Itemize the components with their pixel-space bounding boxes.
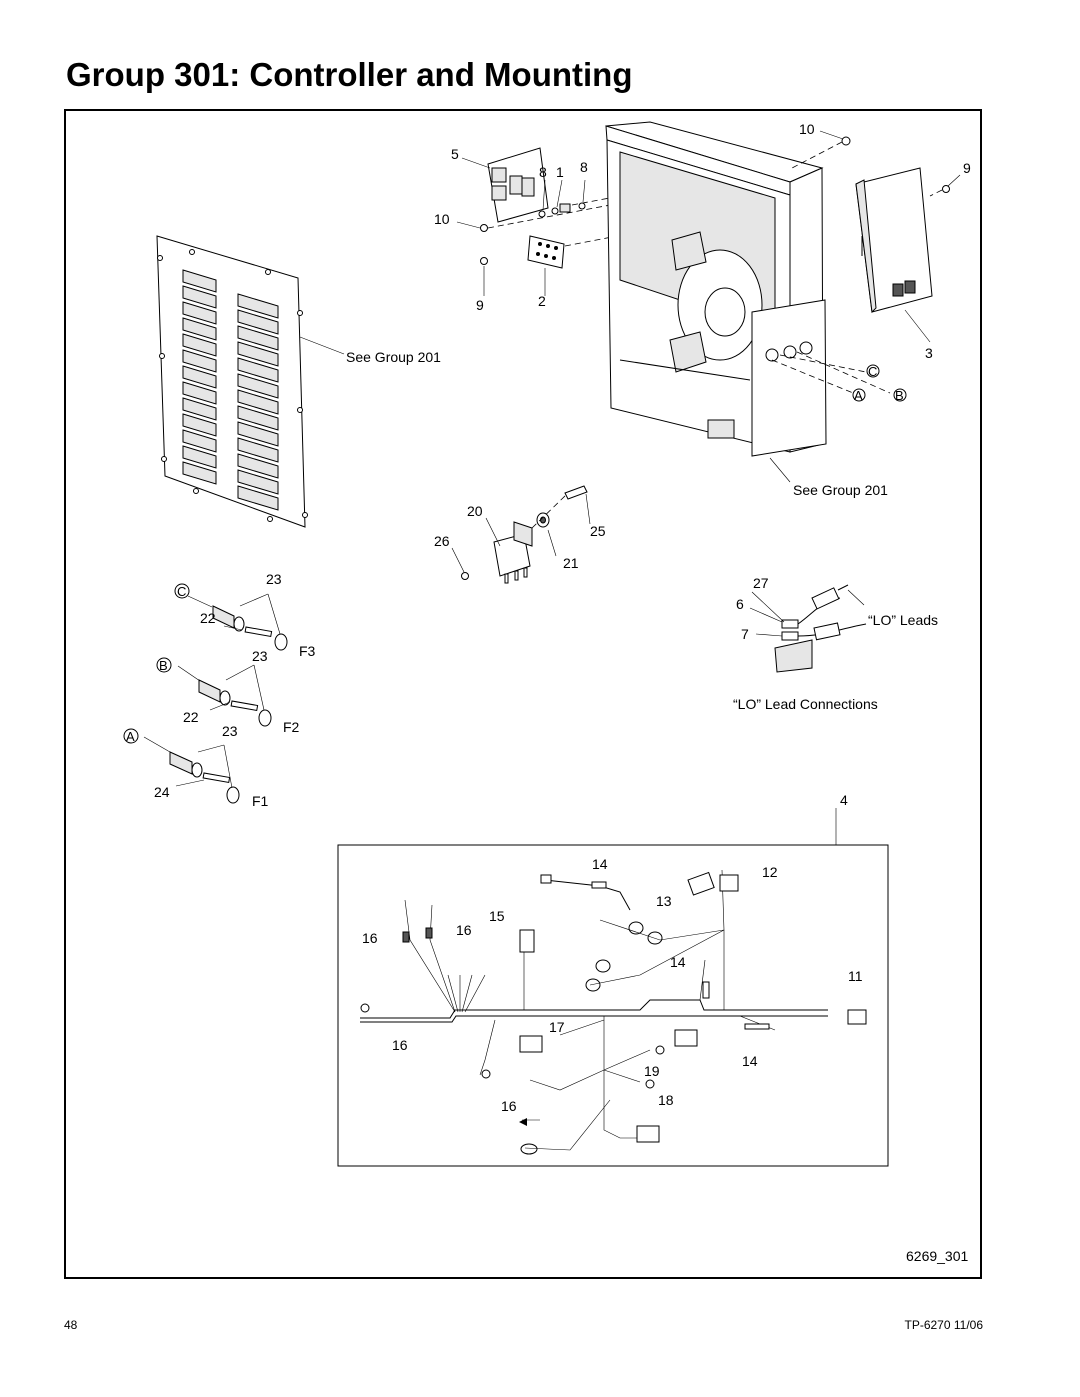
panel-screws (157, 249, 308, 522)
harness-callout-16-bottom: 16 (501, 1098, 517, 1114)
callout-B-right: B (895, 388, 904, 403)
relay-board (487, 147, 549, 223)
harness-callout-16-left: 16 (362, 930, 378, 946)
small-hardware-top (480, 202, 586, 265)
callout-1: 1 (556, 164, 564, 180)
harness-callout-17: 17 (549, 1019, 565, 1035)
callout-F3: F3 (299, 643, 316, 659)
harness-box (337, 844, 889, 1167)
harness-callout-14-mid: 14 (670, 954, 686, 970)
callout-2: 2 (538, 293, 546, 309)
diagram-frame (64, 109, 982, 1279)
callout-24: 24 (154, 784, 170, 800)
callout-A-right: A (854, 388, 863, 403)
harness-callout-14-low: 14 (742, 1053, 758, 1069)
callout-25: 25 (590, 523, 606, 539)
harness-callout-15: 15 (489, 908, 505, 924)
wiring-harness (360, 869, 867, 1155)
callout-27: 27 (753, 575, 769, 591)
callout-8-left: 8 (539, 164, 547, 180)
callout-5: 5 (451, 146, 459, 162)
harness-callout-18: 18 (658, 1092, 674, 1108)
harness-callout-19: 19 (644, 1063, 660, 1079)
callout-7: 7 (741, 626, 749, 642)
callout-21: 21 (563, 555, 579, 571)
callout-6: 6 (736, 596, 744, 612)
page-title: Group 301: Controller and Mounting (66, 56, 633, 93)
harness-callout-16-right: 16 (456, 922, 472, 938)
callout-9-top: 9 (963, 160, 971, 176)
callout-23-f3b: 23 (252, 648, 268, 664)
see-group-left-label: See Group 201 (346, 349, 441, 365)
callout-23-f2: 23 (222, 723, 238, 739)
harness-callout-16-lower: 16 (392, 1037, 408, 1053)
callout-A: A (126, 729, 135, 744)
document-id: TP-6270 11/06 (904, 1318, 984, 1332)
callout-3: 3 (925, 345, 933, 361)
controller-box (855, 167, 950, 314)
callout-22-f2: 22 (183, 709, 199, 725)
callout-20: 20 (467, 503, 483, 519)
drawing-id: 6269_301 (906, 1248, 969, 1264)
harness-callout-12: 12 (762, 864, 778, 880)
callout-26: 26 (434, 533, 450, 549)
see-group-right-label: See Group 201 (793, 482, 888, 498)
callout-10-top: 10 (799, 121, 815, 137)
page-number: 48 (64, 1318, 78, 1332)
harness-callout-11: 11 (848, 968, 863, 984)
terminal-strip (527, 235, 565, 269)
callout-4: 4 (840, 792, 848, 808)
controller-enclosure (605, 121, 851, 457)
relay-assembly (461, 485, 588, 584)
callout-10-left: 10 (434, 211, 450, 227)
callout-B: B (159, 658, 168, 673)
fuse-holder-f1 (169, 751, 240, 804)
callout-22-f3: 22 (200, 610, 216, 626)
louver-slats-left (182, 269, 217, 485)
harness-callout-13: 13 (656, 893, 672, 909)
fuse-holder-f3 (212, 605, 288, 651)
fuse-holder-f2 (198, 679, 272, 727)
harness-callout-14-top: 14 (592, 856, 608, 872)
callout-C-right: C (868, 364, 877, 379)
callout-F1: F1 (252, 793, 269, 809)
lo-lead-connections-label: “LO” Lead Connections (733, 696, 878, 712)
callout-9-left: 9 (476, 297, 484, 313)
lo-leads-label: “LO” Leads (868, 612, 938, 628)
callout-F2: F2 (283, 719, 300, 735)
callout-23-f3: 23 (266, 571, 282, 587)
lo-lead-connection-detail (774, 584, 867, 673)
louver-panel (156, 235, 308, 528)
callout-C: C (177, 584, 186, 599)
louver-slats-right (237, 293, 279, 511)
callout-8-right: 8 (580, 159, 588, 175)
